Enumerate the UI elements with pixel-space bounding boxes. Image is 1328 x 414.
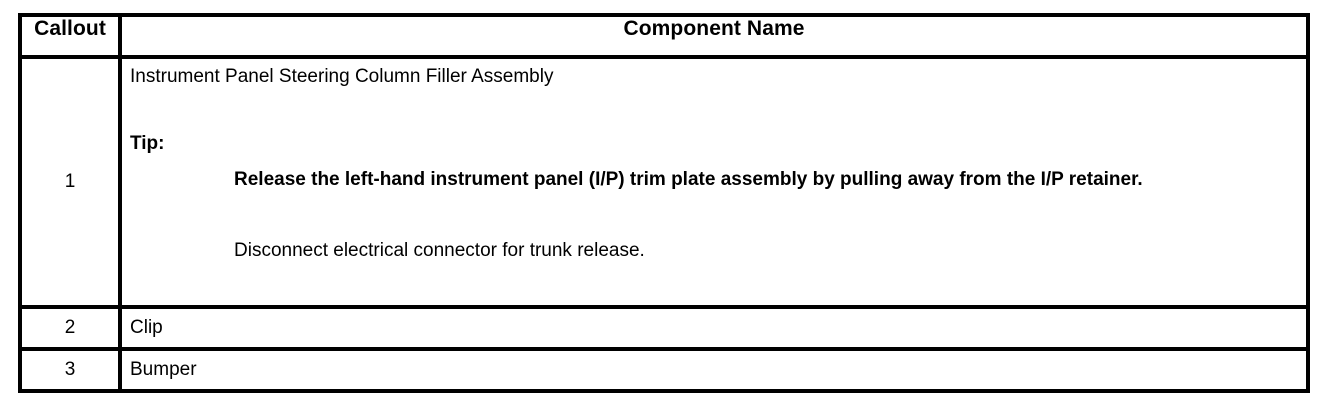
table-header-row: Callout Component Name <box>18 13 1310 59</box>
column-header-callout: Callout <box>18 13 122 59</box>
row-spacer <box>130 263 1298 299</box>
table-header: Callout Component Name <box>18 13 1310 59</box>
component-description-cell-3: Bumper <box>118 346 1310 393</box>
column-header-component-name: Component Name <box>118 13 1310 59</box>
table-row: 2 Clip <box>18 304 1310 351</box>
callout-number-3: 3 <box>18 346 122 393</box>
callout-number-2: 2 <box>18 304 122 351</box>
callout-number-1: 1 <box>18 55 122 309</box>
tip-paragraph-disconnect: Disconnect electrical connector for trun… <box>234 239 645 261</box>
tip-paragraph-release: Release the left-hand instrument panel (… <box>234 169 1143 191</box>
component-description-cell-2: Clip <box>118 304 1310 351</box>
assembly-title: Instrument Panel Steering Column Filler … <box>130 66 554 87</box>
tip-label: Tip: <box>130 133 165 155</box>
tip-block: Tip: Release the left-hand instrument pa… <box>130 132 1298 263</box>
table-row: 3 Bumper <box>18 346 1310 393</box>
component-callout-table: Callout Component Name 1 Instrument Pane… <box>18 13 1310 393</box>
component-description-cell-1: Instrument Panel Steering Column Filler … <box>118 55 1310 309</box>
table-body: 1 Instrument Panel Steering Column Fille… <box>18 55 1310 393</box>
table-row: 1 Instrument Panel Steering Column Fille… <box>18 55 1310 309</box>
